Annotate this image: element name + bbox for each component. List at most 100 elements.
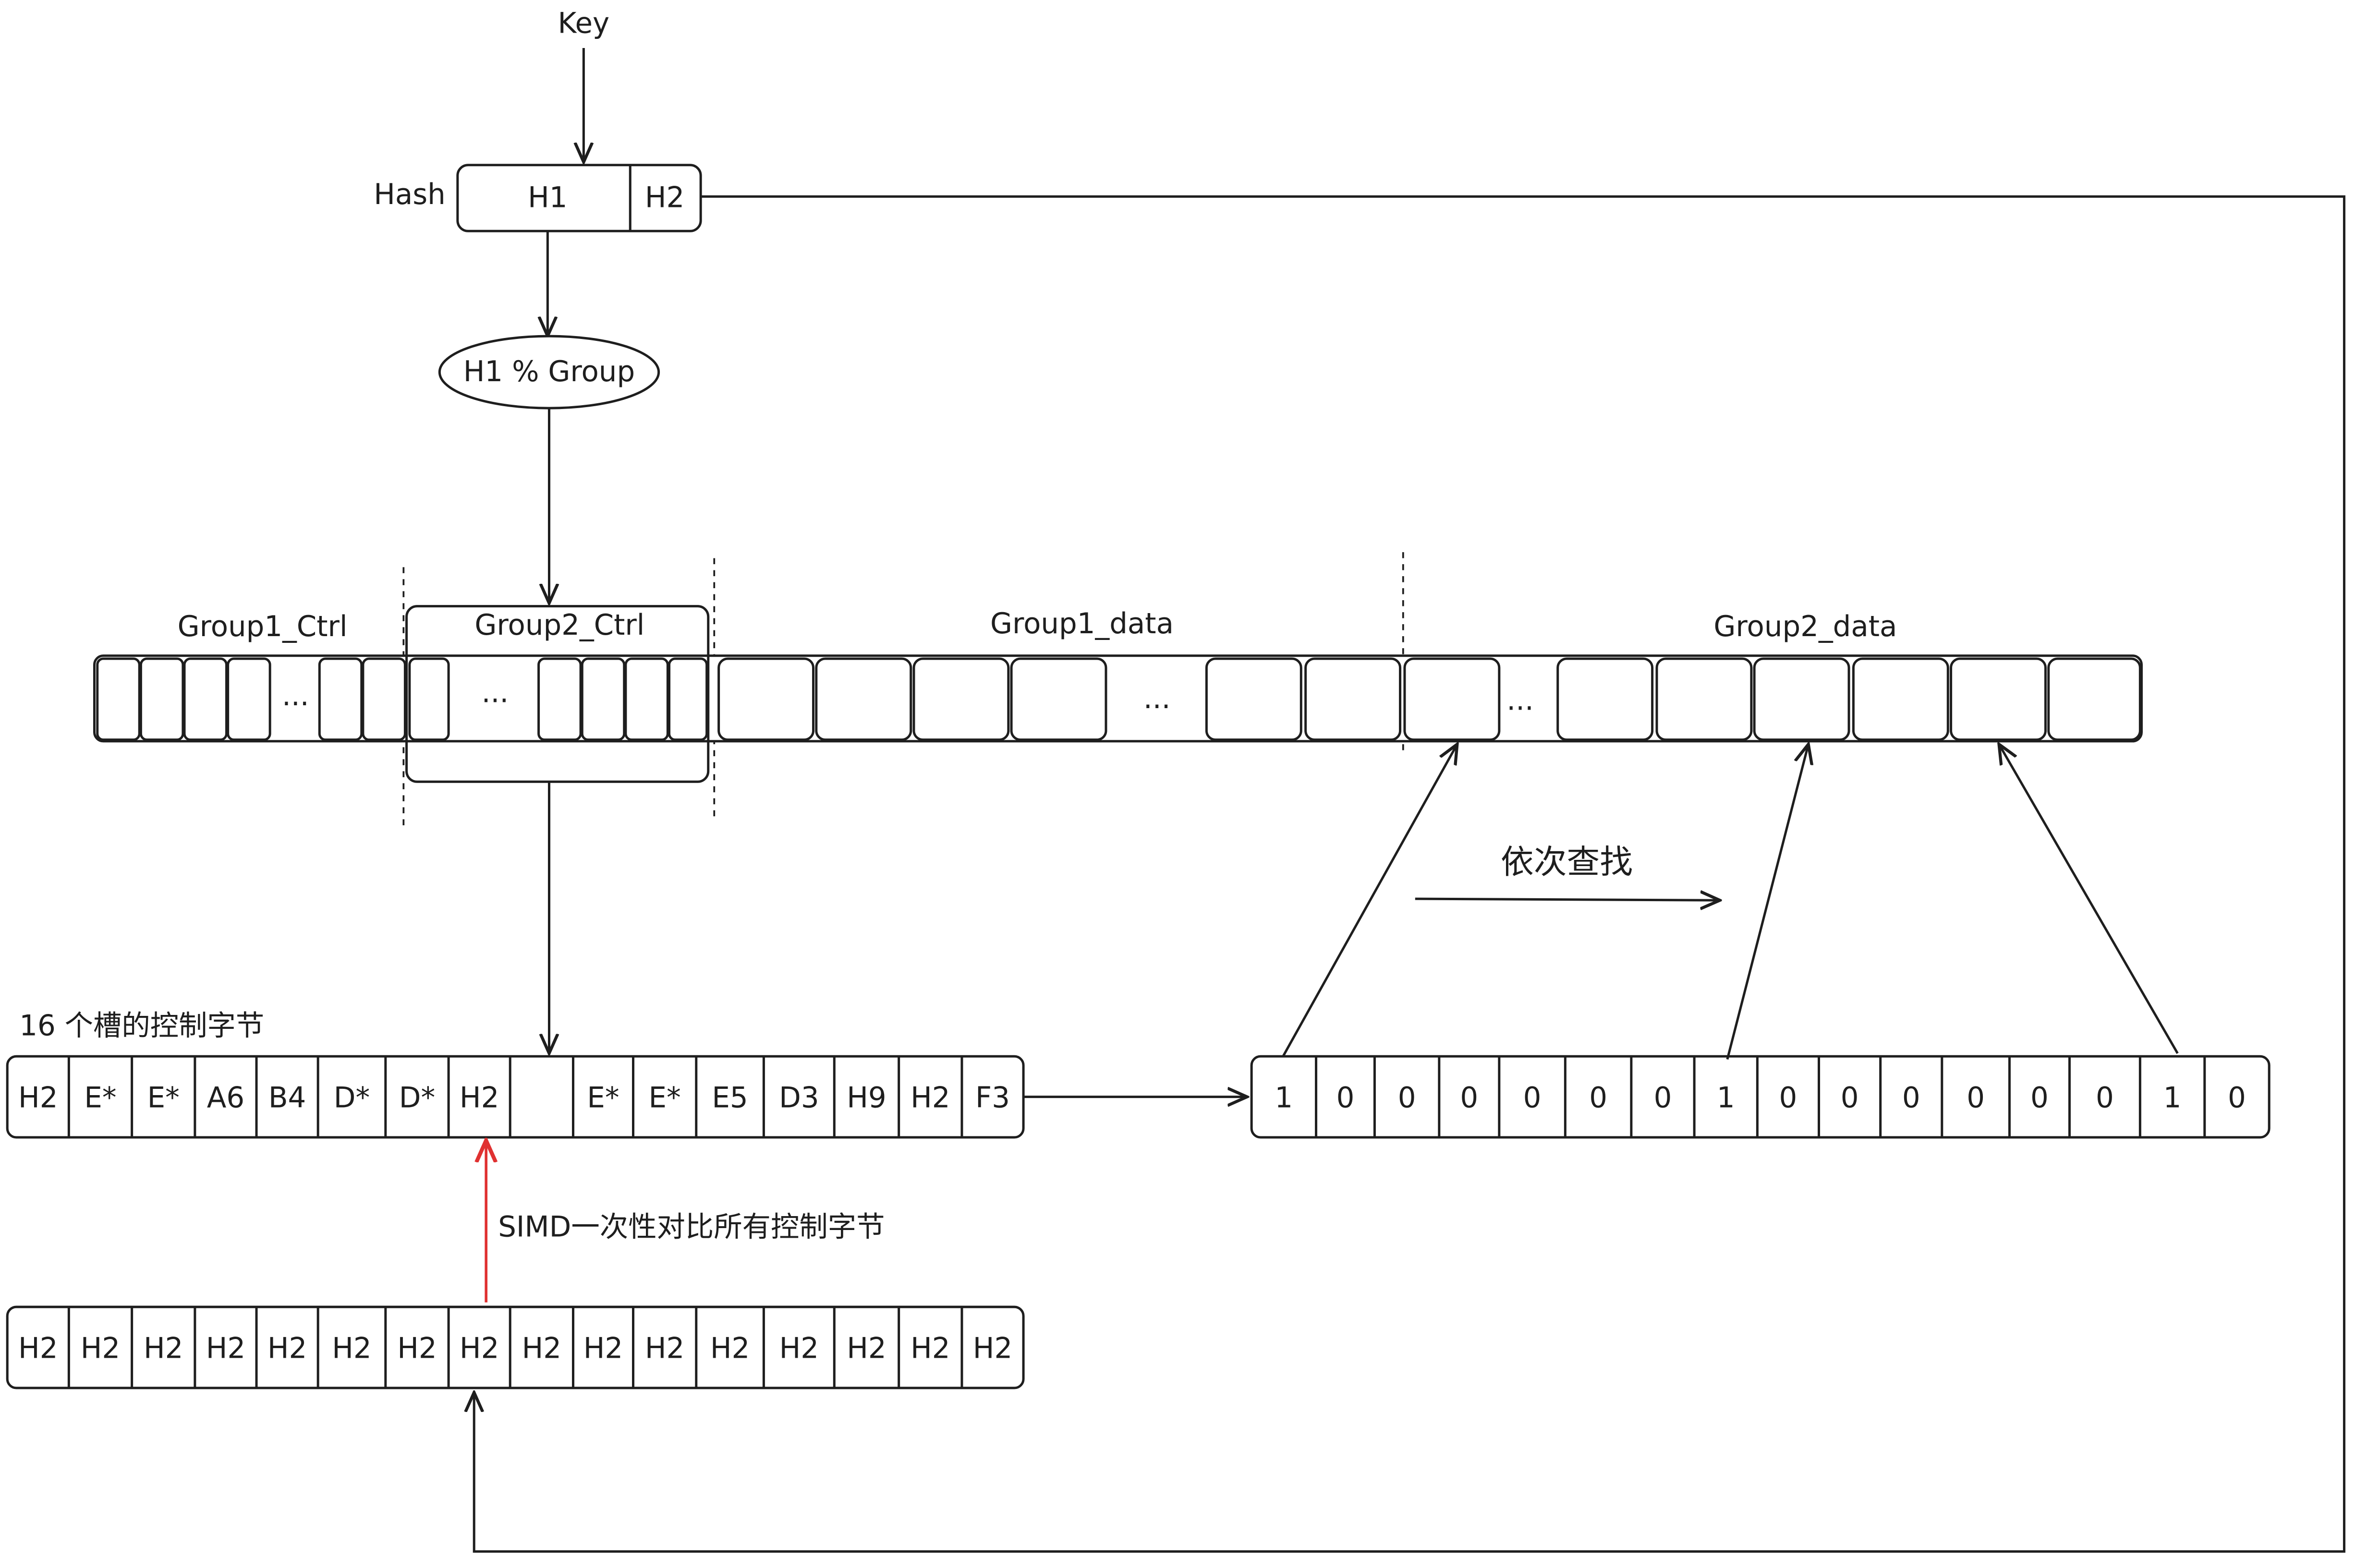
data-slot — [2047, 657, 2141, 741]
match-to-data-arrow-3 — [1999, 744, 2179, 1054]
group1-data-label: Group1_data — [990, 607, 1174, 640]
ctrl-byte-cell: A6 — [207, 1082, 244, 1115]
group2-ctrl-highlight — [405, 605, 710, 783]
group2-data-ellipsis: ... — [1506, 684, 1534, 717]
match-bit-cell: 0 — [1523, 1082, 1542, 1115]
h2-broadcast-cell: H2 — [645, 1332, 684, 1365]
ctrl-byte-cell: D* — [399, 1082, 435, 1115]
ctrl-byte-cells: H2 E* E* A6 B4 D* D* H2 E* E* E5 D3 H9 H2 F3 — [18, 1056, 1010, 1138]
match-to-data-arrow-1 — [1282, 744, 1457, 1057]
mod-label: H1 % Group — [463, 355, 635, 388]
ctrl-byte-cell: F3 — [975, 1082, 1010, 1115]
ctrl-byte-cell: B4 — [268, 1082, 306, 1115]
match-bit-cell: 0 — [1589, 1082, 1607, 1115]
h2-broadcast-cell: H2 — [460, 1332, 499, 1365]
ctrl-byte-cell: E* — [649, 1082, 681, 1115]
match-bit-cell: 0 — [1902, 1082, 1920, 1115]
group2-ctrl-cells: ... — [408, 657, 708, 741]
group1-data-cells: ... — [717, 657, 1402, 741]
ctrl-byte-cell: E* — [84, 1082, 116, 1115]
group2-ctrl-ellipsis: ... — [482, 676, 509, 710]
data-slot — [717, 657, 815, 741]
data-slot — [1010, 657, 1107, 741]
data-slot — [1403, 657, 1501, 741]
group1-ctrl-label: Group1_Ctrl — [178, 610, 348, 643]
h2-broadcast-cell: H2 — [911, 1332, 950, 1365]
ctrl-byte-cell: D* — [334, 1082, 370, 1115]
match-bit-cell: 0 — [2096, 1082, 2114, 1115]
h2-broadcast-cell: H2 — [710, 1332, 750, 1365]
group2-data-label: Group2_data — [1713, 610, 1897, 643]
h2-broadcast-cell: H2 — [267, 1332, 307, 1365]
h2-broadcast-cell: H2 — [206, 1332, 245, 1365]
ctrl-bytes-label: 16 个槽的控制字节 — [19, 1009, 264, 1042]
h2-broadcast-cell: H2 — [779, 1332, 819, 1365]
h2-broadcast-row — [6, 1305, 1025, 1389]
ctrl-slot — [537, 657, 582, 741]
match-bit-cell: 0 — [1841, 1082, 1859, 1115]
h2-broadcast-cell: H2 — [397, 1332, 437, 1365]
ctrl-byte-cell: H9 — [847, 1082, 886, 1115]
match-bit-cell: 1 — [2163, 1082, 2182, 1115]
search-direction-arrow — [1415, 899, 1720, 900]
h2-broadcast-cells: H2 H2 H2 H2 H2 H2 H2 H2 H2 H2 H2 H2 H2 H2 H2 H2 — [18, 1307, 1012, 1388]
match-bit-cell: 1 — [1275, 1082, 1293, 1115]
ctrl-byte-cell: D3 — [779, 1082, 819, 1115]
data-slot — [1950, 657, 2047, 741]
hash-box — [456, 164, 702, 232]
search-label: 依次查找 — [1501, 843, 1633, 881]
group1-ctrl-ellipsis: ... — [282, 679, 309, 712]
data-slot — [1655, 657, 1753, 741]
ctrl-slot — [668, 657, 708, 741]
match-bit-cell: 0 — [1460, 1082, 1478, 1115]
data-slot — [1852, 657, 1949, 741]
match-bit-cell: 0 — [2228, 1082, 2246, 1115]
ctrl-slot — [183, 657, 228, 741]
ctrl-byte-cell: E* — [147, 1082, 180, 1115]
match-bit-cell: 0 — [1967, 1082, 1985, 1115]
h2-broadcast-cell: H2 — [332, 1332, 371, 1365]
ctrl-byte-cell: H2 — [911, 1082, 950, 1115]
data-slot — [1556, 657, 1654, 741]
group2-data-cells: ... — [1403, 657, 2141, 741]
data-slot — [815, 657, 912, 741]
data-slot — [1304, 657, 1402, 741]
h2-broadcast-cell: H2 — [81, 1332, 120, 1365]
h2-broadcast-cell: H2 — [973, 1332, 1012, 1365]
hash-h2-value: H2 — [645, 181, 684, 214]
h2-feedback-arrow — [474, 195, 2345, 1553]
ctrl-slot — [227, 657, 271, 741]
group2-ctrl-label: Group2_Ctrl — [474, 609, 644, 642]
ctrl-byte-cell: H2 — [18, 1082, 58, 1115]
ctrl-slot — [96, 657, 141, 741]
h2-broadcast-cell: H2 — [522, 1332, 561, 1365]
group1-data-ellipsis: ... — [1143, 682, 1171, 715]
h2-broadcast-cell: H2 — [144, 1332, 183, 1365]
ctrl-slot — [624, 657, 669, 741]
match-bit-cell: 1 — [1717, 1082, 1735, 1115]
match-bit-cell: 0 — [1398, 1082, 1416, 1115]
group1-ctrl-cells: ... — [96, 657, 406, 741]
match-to-data-arrow-2 — [1726, 744, 1809, 1060]
h2-broadcast-cell: H2 — [18, 1332, 58, 1365]
h2-broadcast-cell: H2 — [583, 1332, 623, 1365]
ctrl-byte-cell: H2 — [460, 1082, 499, 1115]
match-bit-cell: 0 — [1336, 1082, 1355, 1115]
hash-h1-value: H1 — [528, 181, 567, 214]
ctrl-slot — [318, 657, 363, 741]
data-slot — [1753, 657, 1850, 741]
ctrl-slot — [408, 657, 450, 741]
ctrl-slot — [139, 657, 184, 741]
h2-broadcast-cell: H2 — [847, 1332, 886, 1365]
ctrl-byte-cell: E* — [587, 1082, 619, 1115]
simd-label: SIMD一次性对比所有控制字节 — [498, 1210, 885, 1243]
match-bits-row — [1250, 1055, 2271, 1139]
match-bit-cell: 0 — [1654, 1082, 1672, 1115]
ctrl-slot — [581, 657, 626, 741]
key-label: Key — [558, 7, 610, 40]
match-bit-cell: 0 — [2030, 1082, 2049, 1115]
ctrl-byte-cell: E5 — [712, 1082, 748, 1115]
match-bit-cell: 0 — [1779, 1082, 1797, 1115]
data-slot — [1205, 657, 1302, 741]
